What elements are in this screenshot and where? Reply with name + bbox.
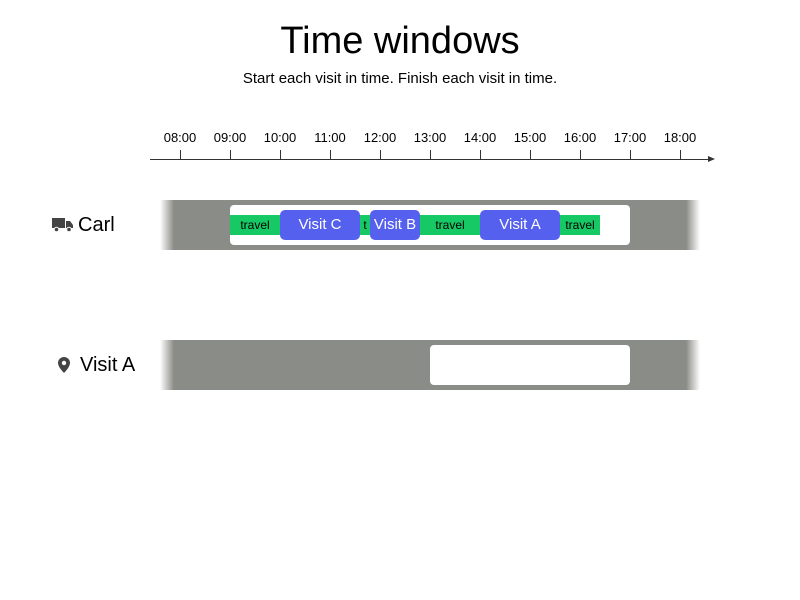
- truck-icon: [52, 218, 74, 232]
- axis-tick-label: 17:00: [613, 130, 647, 145]
- row-track-visit-a: [160, 340, 700, 390]
- axis-tick-label: 13:00: [413, 130, 447, 145]
- travel-segment: travel: [230, 215, 280, 235]
- visit-block[interactable]: Visit A: [480, 210, 560, 240]
- axis-tick-label: 11:00: [314, 130, 346, 145]
- axis-tick: [230, 150, 231, 160]
- axis-tick-label: 12:00: [363, 130, 397, 145]
- axis-tick: [630, 150, 631, 160]
- row-label-visit-a: Visit A: [58, 340, 135, 390]
- axis-tick: [330, 150, 331, 160]
- page-subtitle: Start each visit in time. Finish each vi…: [242, 70, 558, 87]
- axis-tick: [430, 150, 431, 160]
- axis-tick-label: 10:00: [263, 130, 297, 145]
- axis-tick: [380, 150, 381, 160]
- axis-tick: [530, 150, 531, 160]
- axis-tick-label: 14:00: [463, 130, 497, 145]
- row-label-text: Carl: [78, 213, 115, 236]
- time-axis-arrow-icon: [708, 156, 715, 162]
- axis-tick-label: 08:00: [163, 130, 197, 145]
- travel-segment: travel: [420, 215, 480, 235]
- visit-block[interactable]: Visit C: [280, 210, 360, 240]
- axis-tick-label: 18:00: [663, 130, 697, 145]
- travel-segment: t: [360, 215, 370, 235]
- axis-tick: [480, 150, 481, 160]
- row-label-text: Visit A: [80, 353, 136, 376]
- axis-tick-label: 09:00: [213, 130, 247, 145]
- page-title: Time windows: [280, 20, 520, 62]
- location-pin-icon: [58, 357, 70, 373]
- travel-segment: travel: [560, 215, 600, 235]
- axis-tick-label: 15:00: [513, 130, 547, 145]
- axis-tick: [680, 150, 681, 160]
- axis-tick-label: 16:00: [563, 130, 597, 145]
- axis-tick: [180, 150, 181, 160]
- visit-block[interactable]: Visit B: [370, 210, 420, 240]
- row-label-carl: Carl: [52, 200, 115, 250]
- axis-tick: [280, 150, 281, 160]
- time-window: [430, 345, 630, 385]
- axis-tick: [580, 150, 581, 160]
